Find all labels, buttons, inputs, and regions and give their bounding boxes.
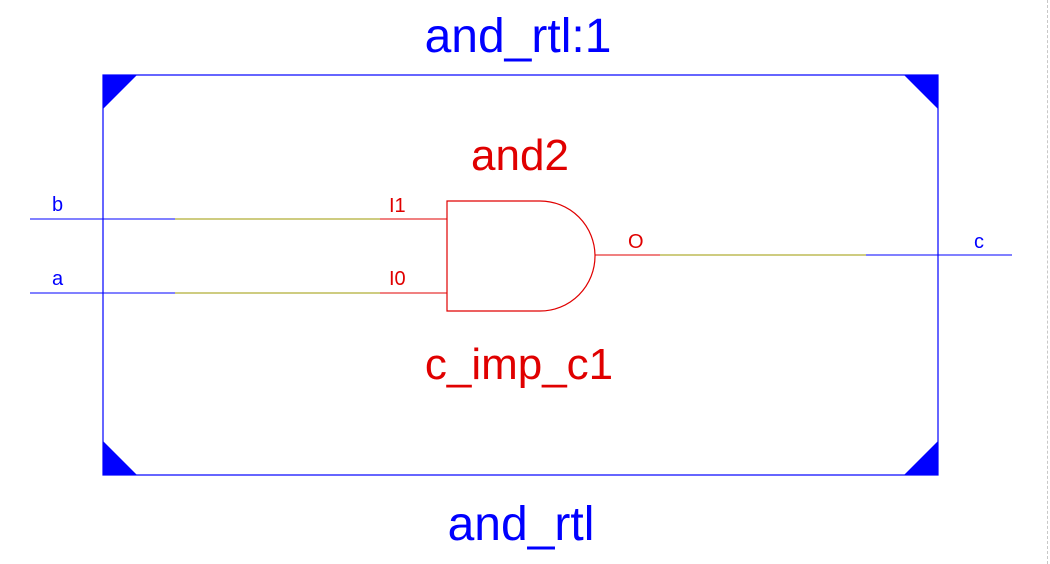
port-a-label: a — [52, 268, 64, 290]
gate-type-label: and2 — [471, 131, 569, 180]
module-box[interactable] — [102, 74, 939, 476]
port-a[interactable]: a — [30, 268, 175, 294]
corner-marker-top-right — [904, 75, 938, 109]
corner-marker-top-left — [103, 75, 137, 109]
gate-instance-label: c_imp_c1 — [425, 340, 613, 389]
corner-marker-bottom-right — [904, 441, 938, 475]
pin-o-label: O — [628, 231, 644, 253]
pin-i0-label: I0 — [389, 268, 406, 290]
port-c-label: c — [974, 231, 984, 253]
module-label: and_rtl — [448, 498, 595, 551]
and-gate-symbol[interactable] — [446, 200, 596, 312]
corner-marker-bottom-left — [103, 441, 137, 475]
pin-i1-label: I1 — [389, 195, 406, 217]
port-b[interactable]: b — [30, 194, 175, 220]
port-b-label: b — [52, 194, 63, 216]
instance-label: and_rtl:1 — [425, 10, 612, 63]
port-c[interactable]: c — [866, 231, 1012, 256]
canvas-edge-divider — [1047, 0, 1048, 564]
